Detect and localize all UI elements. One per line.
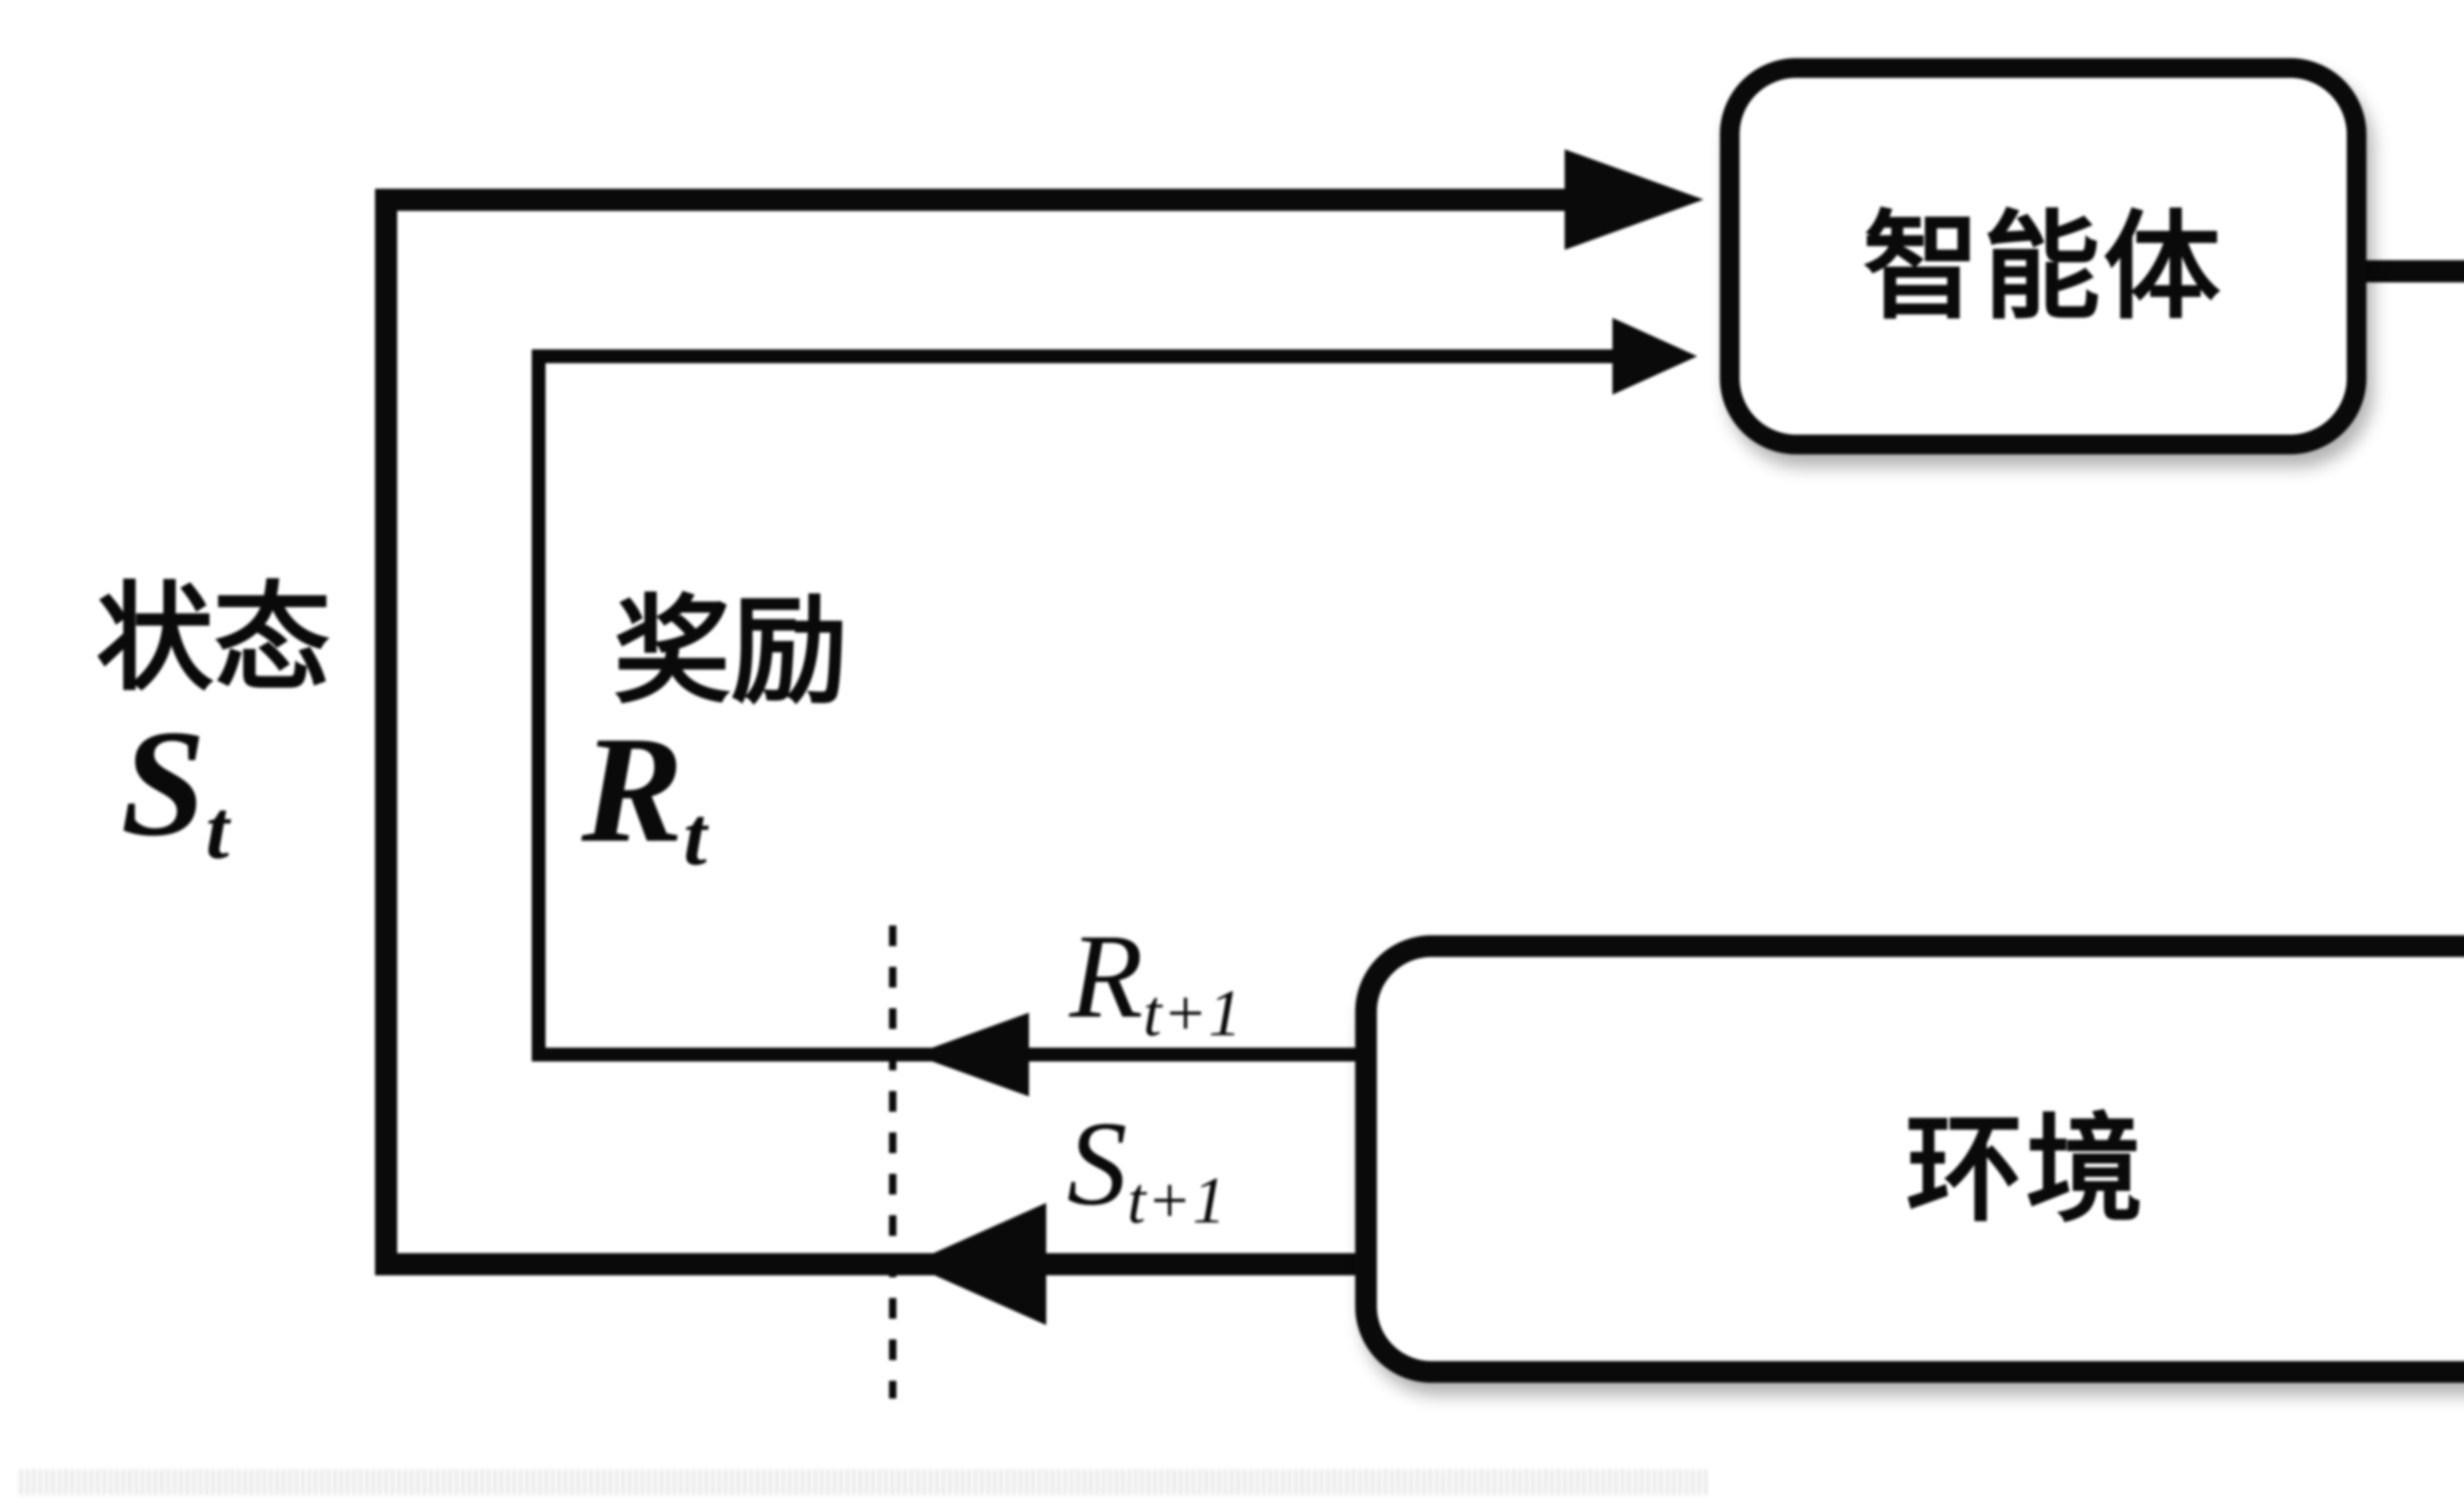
state-line-top xyxy=(375,189,1570,211)
state-line-bottom xyxy=(375,1253,1370,1275)
agent-node: 智能体 xyxy=(1720,58,2366,454)
environment-node: 环境 xyxy=(1355,935,2464,1383)
state-label: 状态 xyxy=(96,575,331,705)
reward-symbol: Rt xyxy=(582,705,708,883)
environment-label: 环境 xyxy=(1906,1106,2146,1236)
reward-label: 奖励 xyxy=(614,588,848,717)
agent-label: 智能体 xyxy=(1863,203,2224,333)
cutoff-caption-artifact xyxy=(20,1469,1710,1495)
next-reward-symbol: Rt+1 xyxy=(1069,909,1243,1050)
state-symbol: St xyxy=(121,699,230,876)
reward-arrowhead-into-agent-icon xyxy=(1612,318,1697,395)
time-step-boundary-dashed-line xyxy=(889,925,896,1399)
next-reward-arrowhead-icon xyxy=(913,1013,1029,1096)
state-arrowhead-into-agent-icon xyxy=(1565,149,1704,250)
reward-line-top xyxy=(532,349,1623,363)
state-line-vertical xyxy=(375,189,397,1275)
reward-line-vertical xyxy=(532,349,546,1061)
next-state-symbol: St+1 xyxy=(1067,1096,1227,1237)
next-state-arrowhead-icon xyxy=(909,1203,1046,1325)
action-line-top xyxy=(2361,260,2464,282)
